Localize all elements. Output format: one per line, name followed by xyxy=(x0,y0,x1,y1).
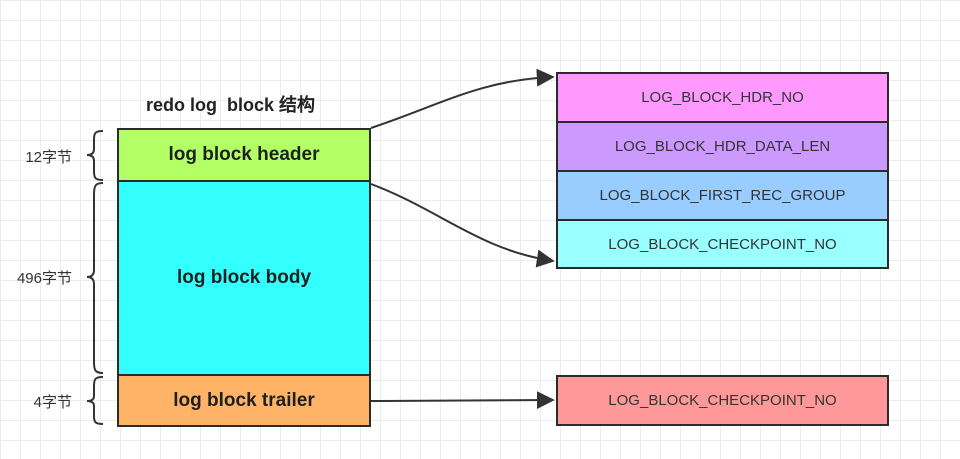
log-block-body-label: log block body xyxy=(176,267,312,288)
log-block-header: log block header xyxy=(117,128,371,182)
trailer-size-brace xyxy=(86,376,104,425)
body-size-label: 496字节 xyxy=(16,270,72,287)
log-block-body: log block body xyxy=(117,180,371,376)
field-checkpoint-no-label: LOG_BLOCK_CHECKPOINT_NO xyxy=(608,235,837,253)
header-size-brace xyxy=(86,130,104,181)
trailer-field-checkpoint-no-label: LOG_BLOCK_CHECKPOINT_NO xyxy=(608,392,837,409)
field-first-rec-group-label: LOG_BLOCK_FIRST_REC_GROUP xyxy=(599,187,846,204)
body-size-brace xyxy=(86,182,104,374)
trailer-to-field-arrow xyxy=(370,391,555,410)
field-checkpoint-no: LOG_BLOCK_CHECKPOINT_NO xyxy=(556,219,889,269)
header-to-fields-bottom-arrow xyxy=(370,183,555,268)
field-hdr-data-len: LOG_BLOCK_HDR_DATA_LEN xyxy=(556,121,889,172)
field-hdr-data-len-label: LOG_BLOCK_HDR_DATA_LEN xyxy=(614,138,831,155)
log-block-header-label: log block header xyxy=(168,144,320,165)
field-hdr-no-label: LOG_BLOCK_HDR_NO xyxy=(641,89,804,106)
trailer-field-checkpoint-no: LOG_BLOCK_CHECKPOINT_NO xyxy=(556,375,889,426)
log-block-trailer-label: log block trailer xyxy=(173,389,315,411)
log-block-trailer: log block trailer xyxy=(117,374,371,427)
field-first-rec-group: LOG_BLOCK_FIRST_REC_GROUP xyxy=(556,170,889,221)
header-size-label: 12字节 xyxy=(25,149,72,166)
diagram-title: redo log block 结构 xyxy=(146,95,316,115)
header-to-fields-top-arrow xyxy=(370,68,555,129)
trailer-size-label: 4字节 xyxy=(33,394,72,411)
